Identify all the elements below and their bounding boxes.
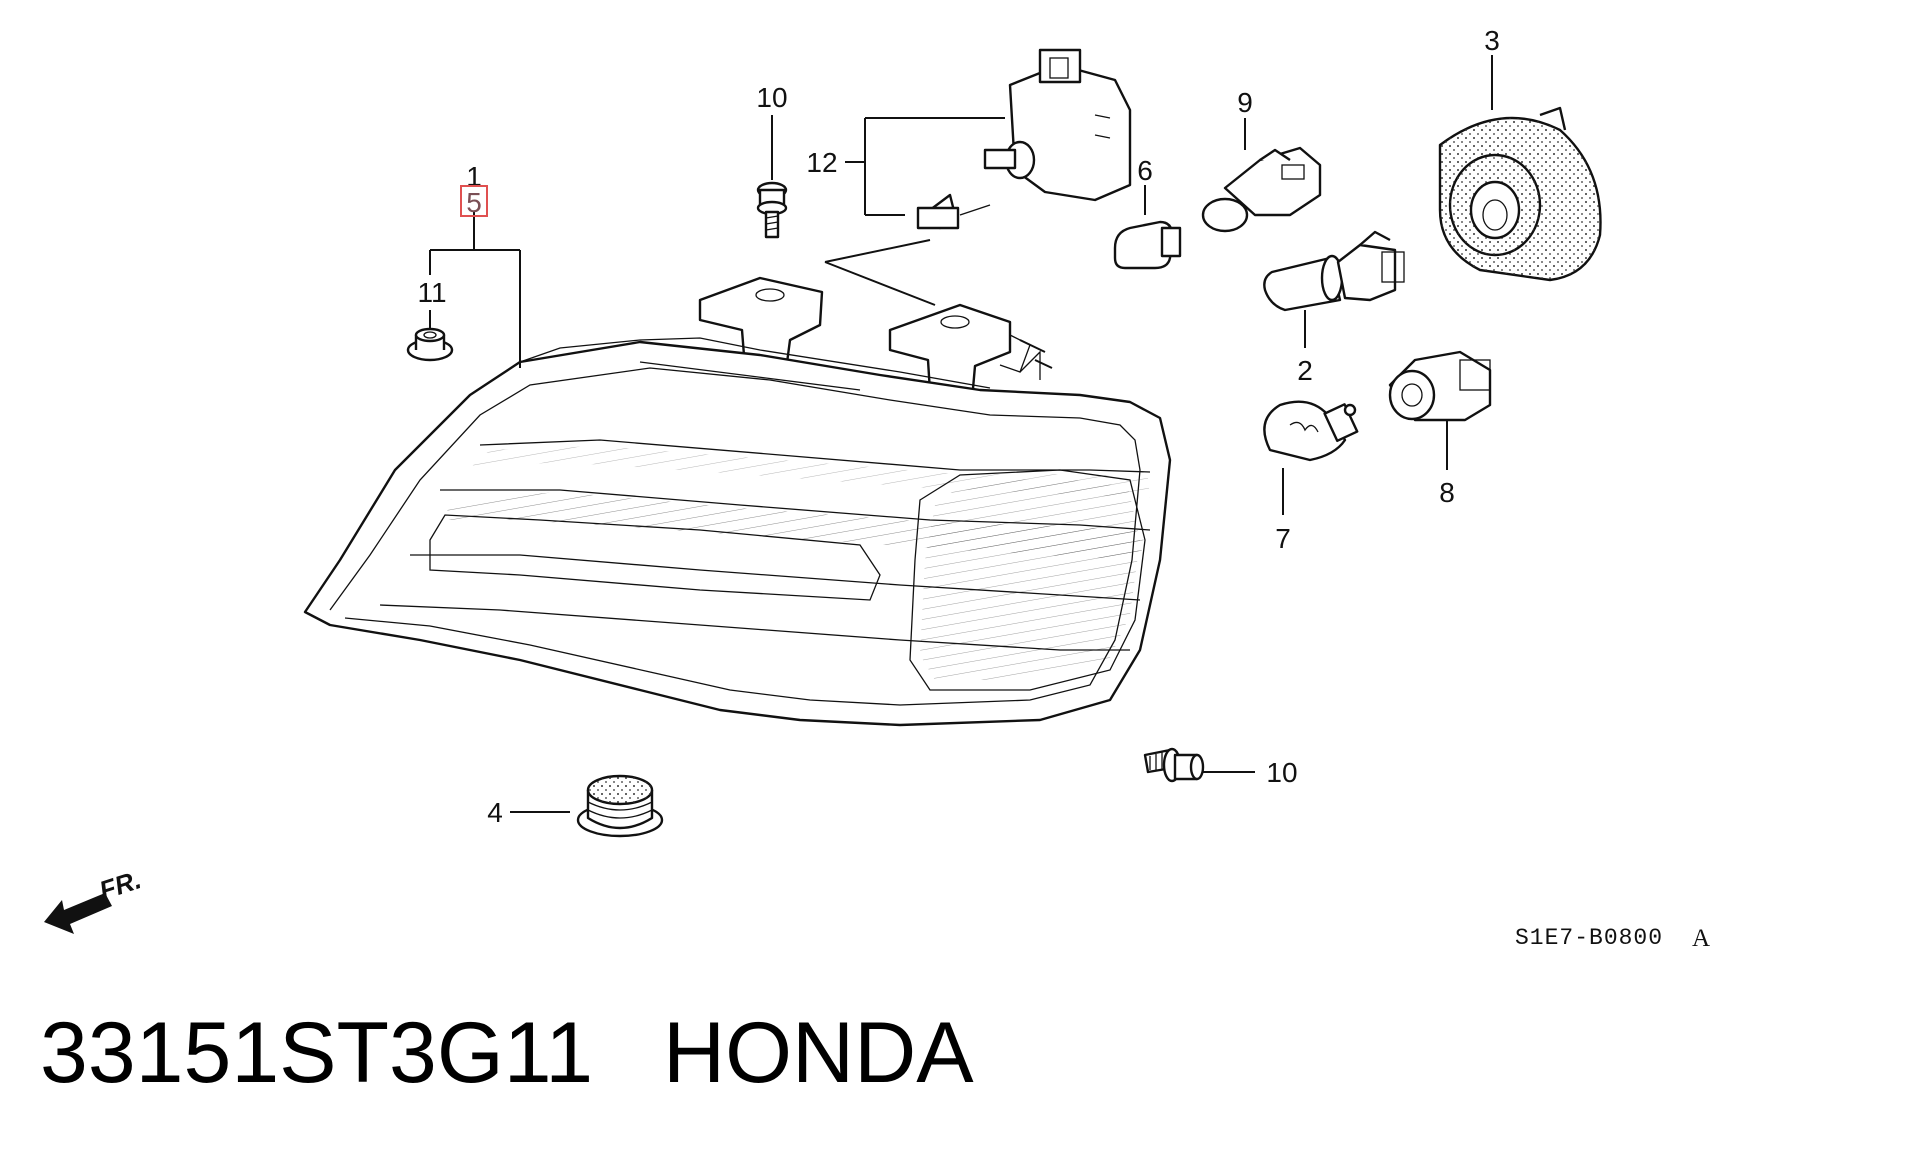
callout-labels: 1 5 11 10 12 9 6 3 2 8 7 10 4 [417, 25, 1499, 828]
dust-cover-part [1438, 106, 1602, 282]
callout-5[interactable]: 5 [466, 187, 482, 218]
part-number: 33151ST3G11 [40, 1005, 594, 1101]
drawing-code-suffix: A [1692, 925, 1710, 952]
drawing-code: S1E7-B0800 [1515, 925, 1663, 951]
callout-3: 3 [1484, 25, 1500, 56]
plug-cap-part [576, 774, 664, 838]
screw-top-part [756, 181, 788, 239]
highlight-box [460, 185, 488, 217]
callout-4: 4 [487, 797, 503, 828]
callout-1: 1 [466, 161, 482, 192]
headlight-bulb-part [1263, 230, 1405, 312]
arrow-left-icon [44, 893, 112, 934]
callout-7: 7 [1275, 523, 1291, 554]
turn-signal-bulb-part [1263, 400, 1359, 462]
wedge-bulb-part [1113, 220, 1182, 270]
callout-2: 2 [1297, 355, 1313, 386]
front-label: FR. [96, 864, 145, 905]
callout-9: 9 [1237, 87, 1253, 118]
callout-12: 12 [806, 147, 837, 178]
brand-name: HONDA [663, 1005, 974, 1101]
front-direction-arrow: FR. [44, 864, 145, 934]
bolt-bottom-part [1143, 747, 1205, 783]
callout-10-top: 10 [756, 82, 787, 113]
leveling-actuator-part [916, 48, 1132, 230]
nut-part [406, 327, 454, 362]
callout-6: 6 [1137, 155, 1153, 186]
headlight-assembly [303, 276, 1172, 727]
callout-8: 8 [1439, 477, 1455, 508]
socket-9-part [1201, 146, 1322, 233]
callout-10-bottom: 10 [1266, 757, 1297, 788]
socket-8-part [1388, 350, 1492, 422]
callout-11: 11 [417, 277, 446, 308]
leader-lines [429, 55, 1493, 813]
